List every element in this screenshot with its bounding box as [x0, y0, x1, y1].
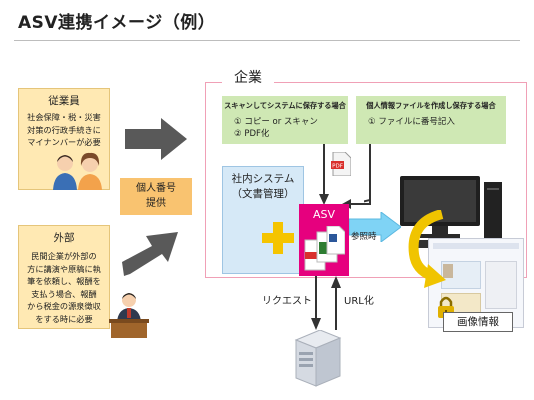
scan-down-arrow	[319, 144, 329, 205]
url-label: URL化	[344, 296, 374, 307]
internal-system-box: 社内システム （文書管理）	[222, 166, 304, 274]
scan-case-box: スキャンしてシステムに保存する場合 ① コピー or スキャン ② PDF化	[222, 96, 348, 144]
external-heading: 外部	[53, 232, 75, 244]
external-box: 外部 民間企業が外部の 方に講演や原稿に執 筆を依頼し、報酬を 支払う場合、報酬…	[18, 225, 110, 329]
asv-box: ASV	[299, 204, 349, 276]
provision-label: 提供	[146, 198, 166, 209]
external-arrow	[122, 232, 178, 276]
file-case-heading: 個人情報ファイルを作成し保存する場合	[366, 101, 496, 110]
request-url-arrows	[311, 276, 341, 330]
enterprise-frame	[205, 82, 527, 278]
file-case-box: 個人情報ファイルを作成し保存する場合 ① ファイルに番号記入	[356, 96, 506, 144]
computer-icon	[400, 176, 502, 248]
document-files-icon	[304, 226, 345, 271]
employee-box: 従業員 社会保障・税・災害 対策の行政手続きに マイナンバーが必要	[18, 88, 110, 190]
asv-label: ASV	[312, 208, 336, 221]
lecturer-icon	[109, 293, 149, 338]
employee-description: 社会保障・税・災害 対策の行政手続きに マイナンバーが必要	[27, 112, 101, 148]
external-description: 民間企業が外部の 方に講演や原稿に執 筆を依頼し、報酬を 支払う場合、報酬 から…	[27, 251, 101, 324]
scan-step-2: ② PDF化	[234, 129, 270, 139]
reference-label: 参照時	[351, 232, 377, 242]
document-management-label: （文書管理）	[231, 188, 295, 200]
pdf-icon-text: PDF	[332, 164, 343, 170]
scan-case-heading: スキャンしてシステムに保存する場合	[224, 101, 346, 110]
request-label: リクエスト	[262, 296, 312, 307]
file-step-1: ① ファイルに番号記入	[368, 117, 455, 127]
mynumber-label: 個人番号	[136, 183, 176, 194]
internal-system-label: 社内システム	[231, 173, 295, 185]
scan-step-1: ① コピー or スキャン	[234, 117, 318, 127]
title-divider	[14, 40, 520, 41]
pdf-file-icon: PDF	[331, 152, 351, 176]
reference-arrow	[349, 212, 401, 242]
mynumber-provision-box: 個人番号 提供	[120, 178, 192, 215]
image-info-label: 画像情報	[443, 312, 513, 332]
enterprise-label: 企業	[222, 67, 274, 87]
employee-arrow	[125, 118, 187, 160]
employee-heading: 従業員	[48, 95, 80, 107]
page-title: ASV連携イメージ（例）	[18, 13, 216, 33]
people-icon	[53, 152, 102, 190]
curved-arrow	[408, 210, 446, 288]
server-icon	[294, 330, 342, 387]
plus-icon	[262, 222, 294, 254]
